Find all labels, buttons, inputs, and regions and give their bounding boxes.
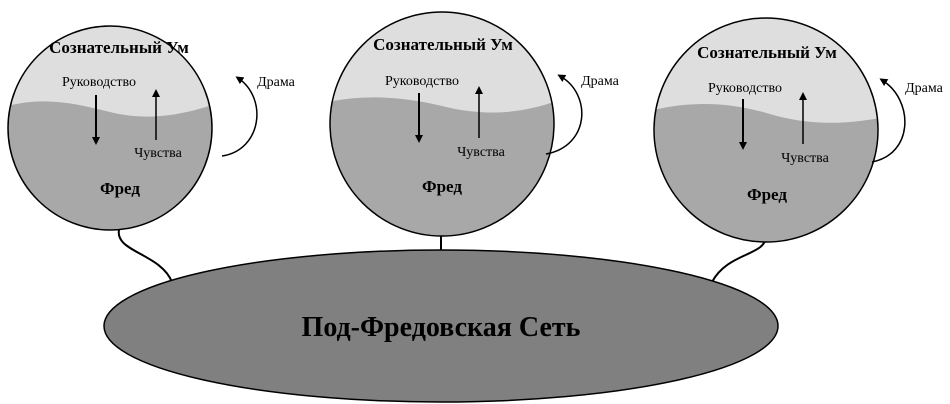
mind-circle-2: Сознательный Ум Руководство Чувства Фред… <box>329 11 620 237</box>
name-label: Фред <box>100 179 140 198</box>
conscious-mind-label: Сознательный Ум <box>49 38 189 57</box>
drama-label: Драма <box>257 75 296 90</box>
network-ellipse <box>103 249 779 403</box>
subconscious-region <box>654 104 878 242</box>
guidance-label: Руководство <box>708 81 782 96</box>
conscious-mind-label: Сознательный Ум <box>697 43 837 62</box>
mind-circle-1: Сознательный Ум Руководство Чувства Фред… <box>7 25 296 231</box>
sub-fred-network: Под-Фредовская Сеть <box>103 249 779 403</box>
name-label: Фред <box>422 177 462 196</box>
name-label: Фред <box>747 185 787 204</box>
mind-circle-3: Сознательный Ум Руководство Чувства Фред… <box>653 17 944 243</box>
guidance-label: Руководство <box>385 74 459 89</box>
feelings-label: Чувства <box>457 145 505 160</box>
connector-line-1 <box>117 225 173 283</box>
drama-label: Драма <box>905 81 944 96</box>
drama-loop <box>871 78 906 163</box>
subconscious-region <box>330 97 554 236</box>
subconscious-region <box>8 101 212 230</box>
drama-loop <box>545 74 583 155</box>
connector-line-3 <box>711 235 767 283</box>
drama-label: Драма <box>581 74 620 89</box>
drama-loop <box>221 76 258 157</box>
feelings-label: Чувства <box>134 146 182 161</box>
conscious-mind-label: Сознательный Ум <box>373 35 513 54</box>
guidance-label: Руководство <box>62 75 136 90</box>
network-label: Под-Фредовская Сеть <box>302 312 581 343</box>
feelings-label: Чувства <box>781 151 829 166</box>
